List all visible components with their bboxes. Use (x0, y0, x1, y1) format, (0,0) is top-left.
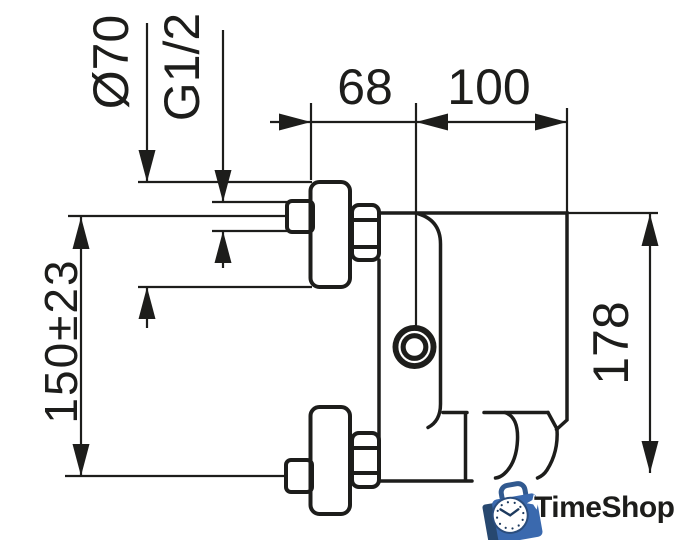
label-thread-size: G1/2 (154, 13, 210, 121)
top-supply-stub (285, 199, 315, 234)
dimension-labels: Ø70 G1/2 68 100 178 150±23 (35, 13, 639, 424)
screw-center-hole (405, 338, 424, 356)
arrowhead-right-icon (279, 113, 311, 131)
label-dim-100: 100 (447, 59, 530, 115)
bottom-flange (308, 405, 352, 516)
body-inner-front-edge (413, 211, 443, 430)
arrowhead-up-icon (214, 231, 232, 263)
arrowhead-left-icon (416, 113, 448, 131)
clock-hands-icon (499, 508, 520, 517)
arrowhead-down-icon (72, 444, 90, 476)
clock-bag-icon (482, 481, 544, 540)
bottom-nut-chamfer-lines (350, 446, 381, 475)
arrowhead-right-icon (535, 113, 567, 131)
logo-text: TimeShop (534, 491, 675, 524)
body-back-and-bottom-edge (377, 258, 474, 483)
sparkle-icon (526, 493, 544, 510)
arrowheads (72, 113, 659, 476)
timeshop-logo: TimeShop (482, 481, 675, 540)
screw-ring (398, 330, 431, 364)
top-flange (308, 180, 352, 289)
top-nut (350, 203, 381, 262)
label-dim-178: 178 (583, 301, 639, 384)
top-nut-chamfer-lines (350, 218, 381, 249)
label-dim-68: 68 (337, 59, 393, 115)
label-flange-diameter: Ø70 (83, 15, 139, 110)
bottom-supply-stub (284, 458, 314, 494)
label-dim-150: 150±23 (35, 258, 87, 423)
arrowhead-up-icon (138, 287, 156, 319)
body-top-and-front-edge (377, 211, 569, 432)
extension-lines (65, 103, 658, 478)
clock-ticks (496, 501, 525, 530)
arrowhead-down-icon (641, 441, 659, 473)
arrowhead-down-icon (138, 150, 156, 182)
arrowhead-up-icon (641, 214, 659, 246)
outlet-curve-outer (535, 410, 559, 480)
faucet-outline (284, 180, 569, 516)
center-screw (392, 325, 437, 369)
bottom-nut (350, 431, 381, 489)
arrowhead-down-icon (214, 170, 232, 202)
arrowhead-up-icon (72, 217, 90, 249)
outlet-curve-inner (493, 410, 520, 480)
